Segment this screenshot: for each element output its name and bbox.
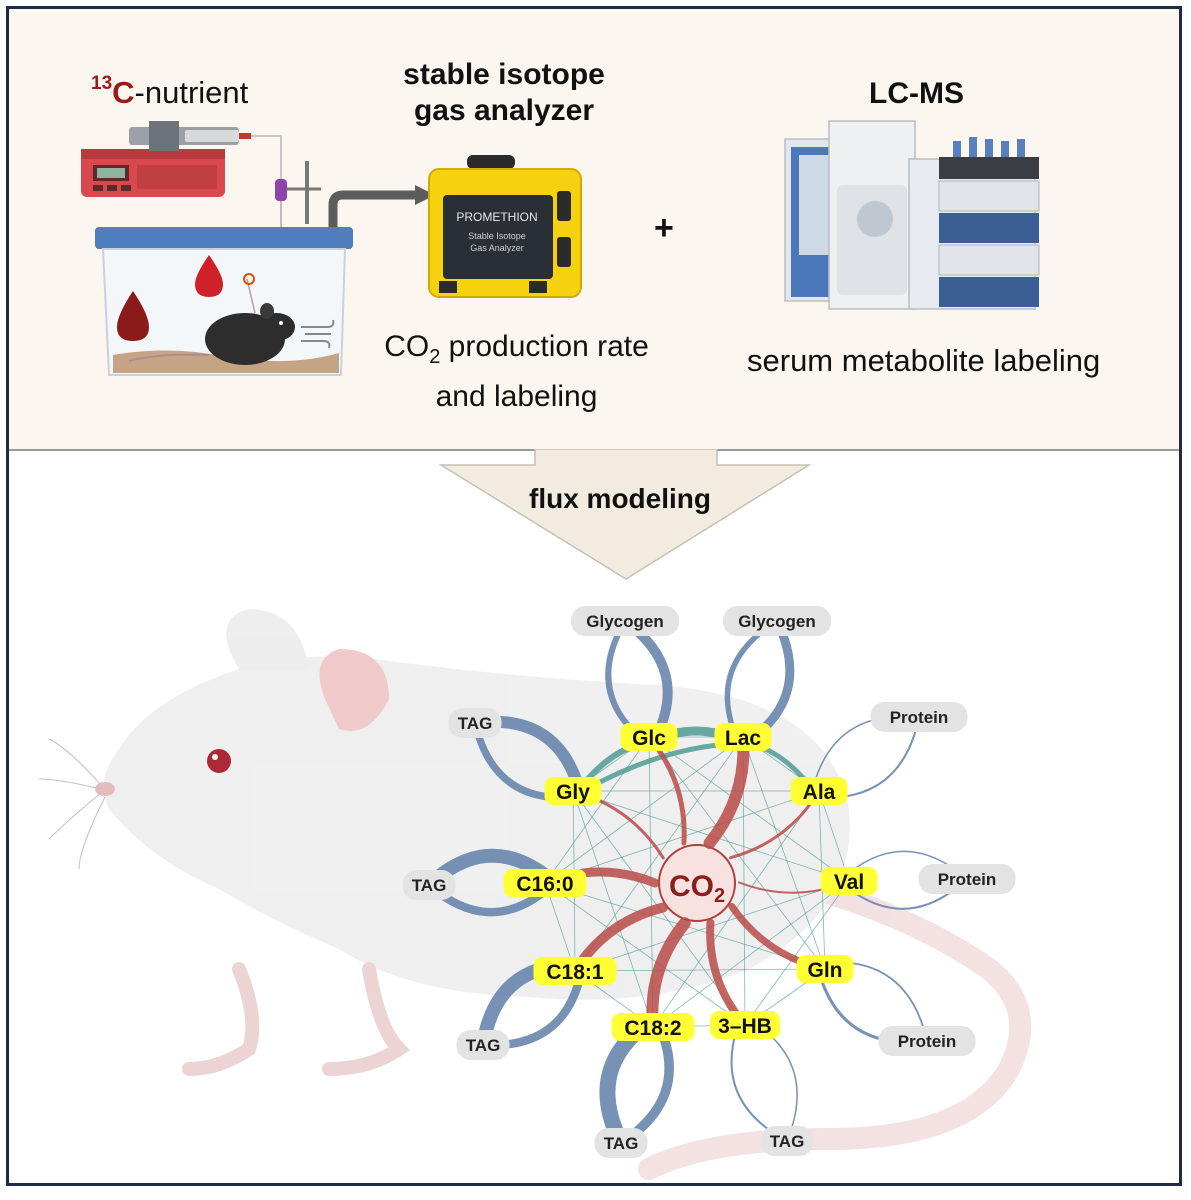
exchange-flux-line (572, 790, 654, 1028)
metabolite-node (620, 723, 678, 751)
serum-caption: serum metabolite labeling (747, 343, 1101, 378)
metabolite-label: Lac (725, 727, 762, 750)
store-label: Glycogen (586, 612, 663, 631)
store-label: TAG (604, 1134, 639, 1153)
metabolite-node (710, 1011, 780, 1039)
store-label: Protein (898, 1032, 957, 1051)
store-node (571, 606, 679, 636)
store-node (594, 1128, 648, 1158)
figure-frame: 13C-nutrient stable isotope gas analyzer… (6, 6, 1182, 1186)
device-model-text-line1: Stable Isotope (468, 231, 526, 241)
store-label: TAG (458, 714, 493, 733)
flux-modeling-arrow (438, 449, 812, 580)
lcms-instrument (784, 120, 1040, 310)
store-label: TAG (466, 1036, 501, 1055)
breath-icon (301, 319, 335, 349)
store-node (448, 708, 502, 738)
device-brand-text: PROMETHION (456, 210, 537, 224)
blood-drop-icon (117, 291, 149, 341)
mouse-in-cage-icon (128, 273, 295, 365)
metabolic-cage-icon (95, 185, 435, 376)
store-node (402, 870, 456, 900)
metabolite-node (820, 867, 878, 895)
device-model-text-line2: Gas Analyzer (470, 243, 524, 253)
store-node (760, 1126, 814, 1156)
metabolite-node (503, 869, 587, 897)
store-label: TAG (770, 1132, 805, 1151)
gas-analyzer-title-line1: stable isotope (403, 58, 605, 91)
setup-illustrations: PROMETHION Stable Isotope Gas Analyzer (81, 120, 1040, 376)
exchange-flux-line (652, 880, 850, 1028)
store-node (878, 1026, 976, 1056)
exchange-flux-line (648, 736, 850, 882)
exchange-flux-line (544, 736, 650, 884)
nutrient-label: 13C-nutrient (91, 73, 249, 111)
co2-node-label: CO2 (669, 870, 725, 907)
store-node (870, 702, 968, 732)
store-node (918, 864, 1016, 894)
exchange-flux-line (742, 736, 826, 970)
metabolite-label: Gly (556, 781, 590, 804)
isotope-element: C (112, 75, 135, 110)
blood-drop-icon (195, 255, 223, 297)
metabolite-label: Glc (632, 727, 666, 750)
gas-analyzer-title-line2: gas analyzer (413, 94, 595, 127)
store-label: Protein (938, 870, 997, 889)
syringe-pump-icon (81, 121, 282, 239)
store-label: Protein (890, 708, 949, 727)
metabolite-label: Ala (803, 781, 836, 804)
metabolite-node (790, 777, 848, 805)
metabolite-label: 3–HB (718, 1015, 772, 1038)
metabolite-label: C18:2 (624, 1017, 681, 1040)
metabolite-label: C16:0 (516, 873, 573, 896)
store-node (723, 606, 831, 636)
metabolite-label: Val (834, 871, 864, 894)
store-label: TAG (412, 876, 447, 895)
isotope-superscript: 13 (91, 73, 113, 94)
exchange-flux-line (544, 882, 746, 1026)
nutrient-word: -nutrient (134, 75, 249, 110)
metabolite-node (611, 1013, 695, 1041)
gas-analyzer-device: PROMETHION Stable Isotope Gas Analyzer (428, 155, 582, 298)
co2-caption-line2: and labeling (435, 380, 598, 413)
metabolite-node (544, 777, 602, 805)
co2-caption: CO2 production rate and labeling (364, 327, 669, 417)
metabolite-label: C18:1 (546, 961, 604, 984)
store-label: Glycogen (738, 612, 815, 631)
co2-caption-line1: CO2 production rate (384, 330, 649, 368)
exchange-flux-line (544, 736, 744, 884)
metabolite-label: Gln (808, 959, 843, 982)
store-node (456, 1030, 510, 1060)
metabolite-node (714, 723, 772, 751)
gas-analyzer-title: stable isotope gas analyzer (379, 57, 629, 129)
lcms-title: LC-MS (869, 77, 964, 110)
plus-sign: + (654, 209, 674, 247)
metabolite-node (533, 957, 617, 985)
metabolite-node (796, 955, 854, 983)
experimental-setup-panel: 13C-nutrient stable isotope gas analyzer… (9, 9, 1179, 451)
flux-modeling-label: flux modeling (529, 483, 711, 514)
